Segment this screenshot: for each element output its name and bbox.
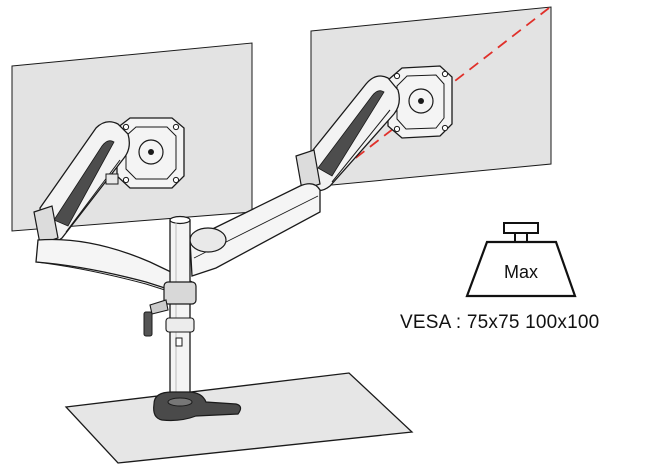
weight-icon: Max: [465, 222, 577, 298]
desk-plate: [64, 372, 414, 464]
weight-max-label: Max: [504, 262, 538, 282]
right-gas-arm: [295, 75, 400, 192]
right-crossbar: [189, 183, 321, 277]
left-vesa-plate: [116, 117, 185, 189]
base-foot: [153, 391, 242, 422]
tension-knob: [143, 299, 169, 337]
vesa-compatibility-label: VESA : 75x75 100x100: [400, 312, 600, 333]
mount-pole: [163, 215, 197, 405]
right-vesa-plate: [387, 65, 453, 139]
